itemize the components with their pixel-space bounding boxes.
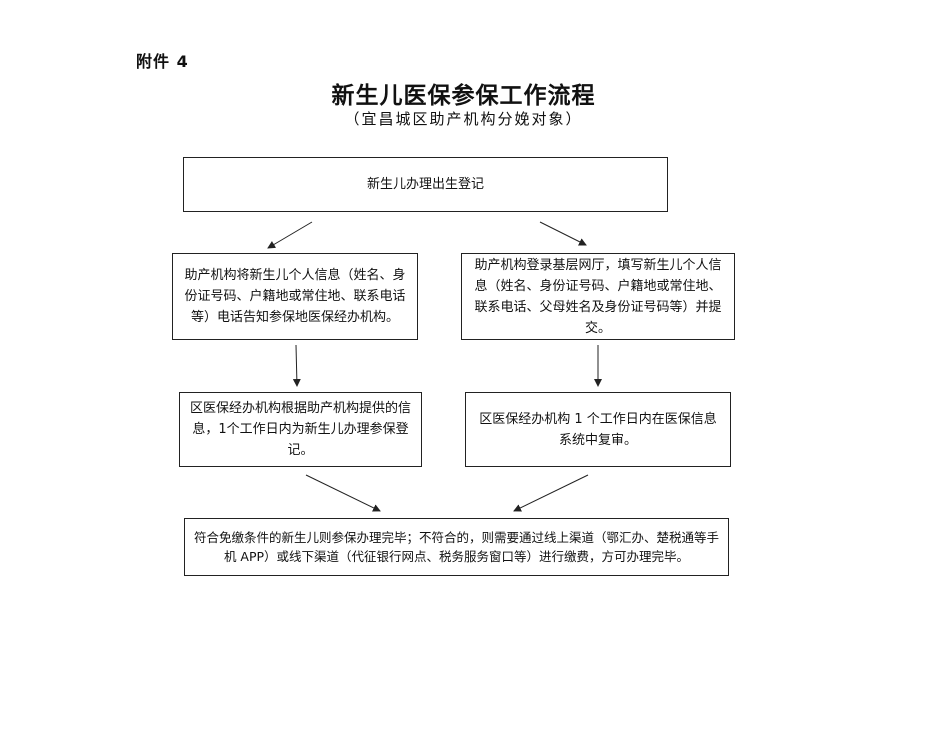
arrow-phone-to-enroll: [292, 344, 301, 387]
flow-node-text: 符合免缴条件的新生儿则参保办理完毕；不符合的，则需要通过线上渠道（鄂汇办、楚税通…: [193, 530, 719, 564]
flow-node-text: 助产机构将新生儿个人信息（姓名、身份证号码、户籍地或常住地、联系电话等）电话告知…: [184, 268, 406, 325]
arrow-review-to-final: [513, 474, 589, 512]
arrow-enroll-to-final: [305, 474, 381, 512]
page-title: 新生儿医保参保工作流程: [331, 82, 596, 109]
flow-node-final-payment: 符合免缴条件的新生儿则参保办理完毕；不符合的，则需要通过线上渠道（鄂汇办、楚税通…: [184, 518, 729, 576]
flow-node-system-review: 区医保经办机构 1 个工作日内在医保信息系统中复审。: [465, 392, 731, 467]
flow-node-text: 区医保经办机构根据助产机构提供的信息，1个工作日内为新生儿办理参保登记。: [189, 401, 411, 458]
flow-node-online-fill: 助产机构登录基层网厅，填写新生儿个人信息（姓名、身份证号码、户籍地或常住地、联系…: [461, 253, 735, 340]
flow-node-text: 助产机构登录基层网厅，填写新生儿个人信息（姓名、身份证号码、户籍地或常住地、联系…: [474, 257, 722, 336]
flow-node-birth-registration: 新生儿办理出生登记: [183, 157, 668, 212]
flow-node-phone-notify: 助产机构将新生儿个人信息（姓名、身份证号码、户籍地或常住地、联系电话等）电话告知…: [172, 253, 418, 340]
page-subtitle: （宜昌城区助产机构分娩对象）: [344, 110, 583, 128]
flow-node-text: 新生儿办理出生登记: [366, 177, 484, 192]
arrow-registration-to-phone: [267, 221, 313, 249]
attachment-label: 附件 4: [136, 52, 189, 71]
arrow-registration-to-online: [539, 221, 587, 246]
flow-node-enroll-registration: 区医保经办机构根据助产机构提供的信息，1个工作日内为新生儿办理参保登记。: [179, 392, 422, 467]
flow-node-text: 区医保经办机构 1 个工作日内在医保信息系统中复审。: [479, 411, 717, 448]
